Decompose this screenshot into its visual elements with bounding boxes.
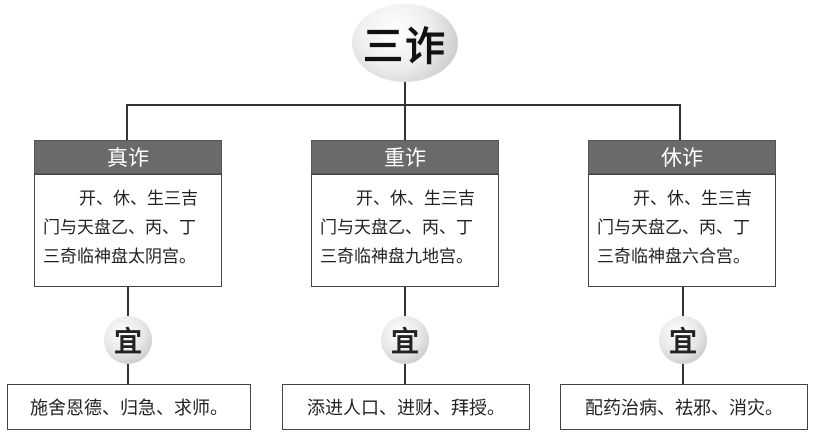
branch-description: 开、休、生三吉 门与天盘乙、丙、丁 三奇临神盘六合宫。 xyxy=(588,174,776,287)
branch-header: 重诈 xyxy=(311,140,499,174)
description-line: 门与天盘乙、丙、丁 xyxy=(43,218,196,238)
description-line: 三奇临神盘九地宫。 xyxy=(320,247,473,267)
advice-box: 施舍恩德、归急、求师。 xyxy=(7,384,251,430)
branch-description: 开、休、生三吉 门与天盘乙、丙、丁 三奇临神盘九地宫。 xyxy=(311,174,499,287)
branch-header: 真诈 xyxy=(34,140,222,174)
description-line: 门与天盘乙、丙、丁 xyxy=(320,218,473,238)
description-line: 开、休、生三吉 xyxy=(633,189,752,209)
badge-yi: 宜 xyxy=(104,316,152,364)
branch-header: 休诈 xyxy=(588,140,776,174)
description-line: 三奇临神盘六合宫。 xyxy=(597,247,750,267)
connector xyxy=(404,104,406,141)
description-line: 三奇临神盘太阴宫。 xyxy=(43,247,196,267)
root-node: 三诈 xyxy=(352,4,458,82)
connector xyxy=(679,104,681,141)
advice-box: 添进人口、进财、拜授。 xyxy=(282,384,530,430)
connector xyxy=(126,104,681,106)
description-line: 门与天盘乙、丙、丁 xyxy=(597,218,750,238)
badge-yi: 宜 xyxy=(659,316,707,364)
branch-description: 开、休、生三吉 门与天盘乙、丙、丁 三奇临神盘太阴宫。 xyxy=(34,174,222,287)
advice-box: 配药治病、祛邪、消灾。 xyxy=(560,384,808,430)
description-line: 开、休、生三吉 xyxy=(79,189,198,209)
connector xyxy=(126,104,128,141)
connector xyxy=(404,80,406,106)
description-line: 开、休、生三吉 xyxy=(356,189,475,209)
badge-yi: 宜 xyxy=(381,316,429,364)
